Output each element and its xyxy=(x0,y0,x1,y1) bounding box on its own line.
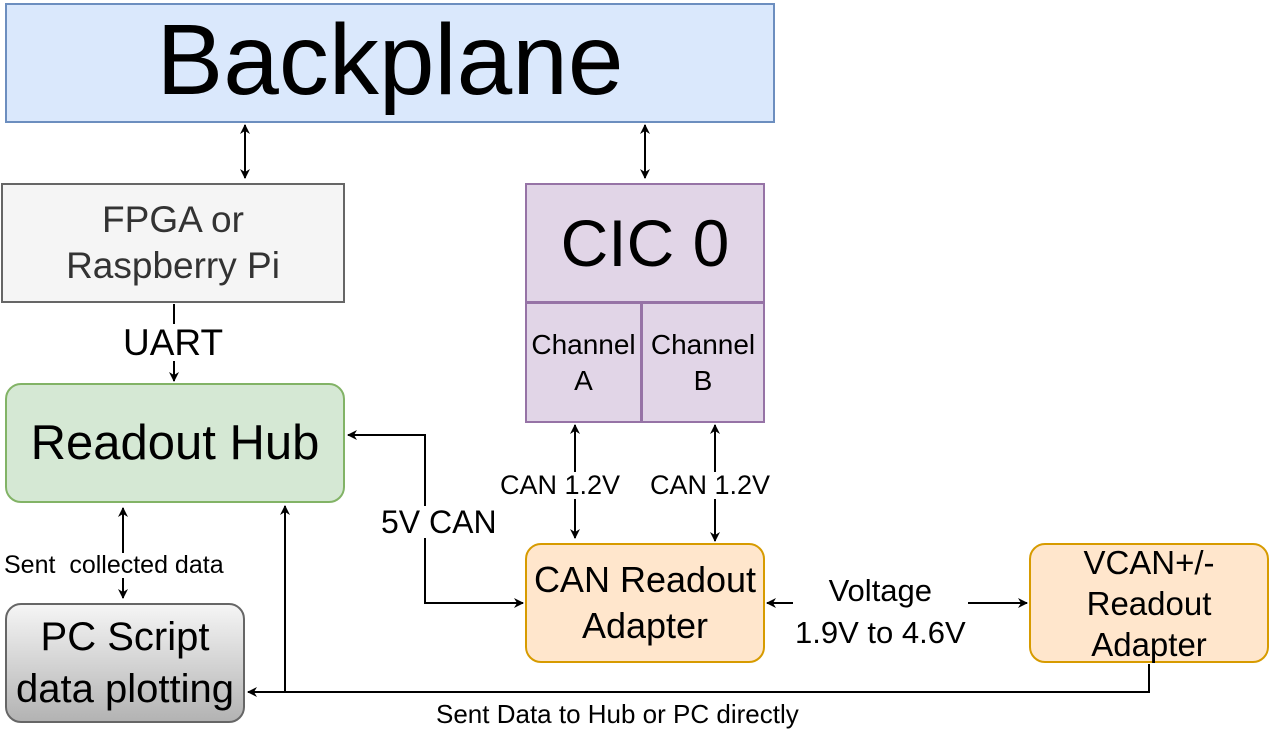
readout-hub-label: Readout Hub xyxy=(30,416,320,470)
cic-label: CIC 0 xyxy=(560,206,730,280)
can-a-label: CAN 1.2V xyxy=(500,470,621,500)
voltage-label: Voltage 1.9V to 4.6V xyxy=(793,570,968,654)
five-v-can-label: 5V CAN xyxy=(381,504,497,540)
channel-a-node: Channel A xyxy=(525,302,642,423)
vcan-adapter-node: VCAN+/- Readout Adapter xyxy=(1029,543,1269,663)
can-b-label: CAN 1.2V xyxy=(650,470,771,500)
edge-vcan-pc xyxy=(247,664,1150,697)
readout-hub-node: Readout Hub xyxy=(5,383,345,503)
channel-b-label: Channel B xyxy=(650,328,756,396)
pc-script-node: PC Script data plotting xyxy=(5,603,245,723)
sent-collected-label: Sent collected data xyxy=(4,551,224,579)
vcan-adapter-label: VCAN+/- Readout Adapter xyxy=(1083,543,1215,663)
backplane-label: Backplane xyxy=(156,4,624,116)
can-adapter-label: CAN Readout Adapter xyxy=(533,559,757,646)
fpga-label: FPGA or Raspberry Pi xyxy=(66,199,280,286)
sent-direct-label: Sent Data to Hub or PC directly xyxy=(436,699,799,729)
uart-label: UART xyxy=(123,322,224,363)
channel-b-node: Channel B xyxy=(641,302,765,423)
fpga-node: FPGA or Raspberry Pi xyxy=(1,183,345,303)
can-adapter-node: CAN Readout Adapter xyxy=(525,543,765,663)
backplane-node: Backplane xyxy=(5,3,775,123)
channel-a-label: Channel A xyxy=(531,328,636,396)
cic-node: CIC 0 xyxy=(525,183,765,303)
pc-script-label: PC Script data plotting xyxy=(16,615,234,711)
